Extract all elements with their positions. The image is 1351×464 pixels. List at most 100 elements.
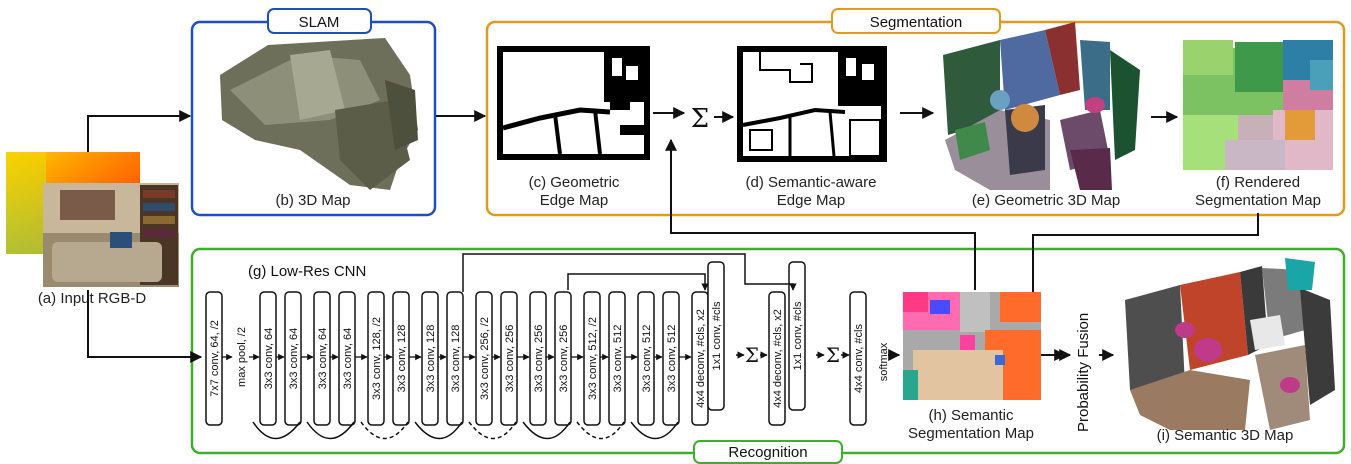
cnn-layer-box [662,291,680,426]
recognition-title: Recognition [728,444,807,461]
cnn-layer-label: 3x3 conv, 64 [342,328,354,390]
cnn-layer-0: 7x7 conv, 64, /2 [205,291,223,426]
cnn-layer-label: 1x1 conv, #cls [792,301,804,370]
arrow-input-to-cnn [87,290,203,363]
cnn-layer-label: softmax [878,342,890,381]
cnn-layer-7: 3x3 conv, 128 [392,291,410,426]
sum-symbol-top: Σ [691,104,709,134]
cnn-layer-10: 3x3 conv, 256, /2 [475,291,493,426]
cnn-layer-box [583,291,601,426]
cnn-layer-box [500,291,518,426]
input-rgbd-images [6,152,179,287]
cnn-layer-label: 3x3 conv, 64 [288,328,300,390]
cnn-layer-5: 3x3 conv, 64 [338,291,356,426]
cnn-layer-box [707,261,725,411]
cnn-layer-box [608,291,626,426]
cnn-layer-17: 3x3 conv, 512 [662,291,680,426]
probability-fusion-label: Probability Fusion [1075,313,1092,432]
caption-b: (b) 3D Map [275,192,350,209]
cnn-connections [252,253,850,440]
cnn-layer-14: 3x3 conv, 512, /2 [583,291,601,426]
cnn-layer-label: 3x3 conv, 128 [450,325,462,393]
arrow-input-to-slam [87,110,192,152]
cnn-layer-box [637,291,655,426]
cnn-layer-label: 7x7 conv, 64, /2 [209,320,221,397]
cnn-layer-label: 3x3 conv, 128 [396,325,408,393]
cnn-layer-box [284,291,302,426]
cnn-layer-9: 3x3 conv, 128 [446,291,464,426]
caption-a: (a) Input RGB-D [38,290,147,307]
cnn-layer-box [392,291,410,426]
cnn-layer-21: 1x1 conv, #cls [788,261,806,411]
cnn-layer-box [338,291,356,426]
caption-h-line1: (h) Semantic [928,407,1014,424]
cnn-layer-label: 3x3 conv, 128 [425,325,437,393]
cnn-layer-20: 4x4 deconv, #cls, x2 [768,291,786,426]
cnn-layer-2: 3x3 conv, 64 [259,291,277,426]
cnn-layer-6: 3x3 conv, 128, /2 [367,291,385,426]
cnn-layer-label: 3x3 conv, 512 [641,325,653,393]
slam-3d-map-render [220,38,418,190]
semantic-3d-map-render [1125,258,1335,430]
slam-tag [267,8,372,34]
cnn-layer-label: 4x4 deconv, #cls, x2 [695,309,707,408]
geometric-3d-map-render [943,22,1140,190]
cnn-layer-box [554,291,572,426]
cnn-layer-18: 4x4 deconv, #cls, x2 [691,291,709,426]
cnn-layer-16: 3x3 conv, 512 [637,291,655,426]
cnn-layer-label: 3x3 conv, 512 [666,325,678,393]
semantic-edge-map [737,46,887,162]
caption-h-line2: Segmentation Map [908,425,1034,442]
cnn-layer-22: 4x4 conv, #cls [849,291,867,426]
cnn-layer-label: 4x4 conv, #cls [853,324,865,393]
cnn-layer-8: 3x3 conv, 128 [421,291,439,426]
cnn-layer-3: 3x3 conv, 64 [284,291,302,426]
cnn-layer-4: 3x3 conv, 64 [313,291,331,426]
cnn-layer-15: 3x3 conv, 512 [608,291,626,426]
caption-d-line2: Edge Map [777,192,845,209]
segmentation-title: Segmentation [870,14,963,31]
sum-symbol-mid2: Σ [826,343,840,367]
cnn-layer-12: 3x3 conv, 256 [529,291,547,426]
cnn-layer-box [367,291,385,426]
cnn-layer-box [313,291,331,426]
caption-e: (e) Geometric 3D Map [972,192,1120,209]
semantic-segmentation-map [903,292,1041,400]
cnn-layer-box [475,291,493,426]
cnn-layer-label: 4x4 deconv, #cls, x2 [772,309,784,408]
slam-title: SLAM [299,14,340,31]
cnn-layer-box [259,291,277,426]
cnn-layer-11: 3x3 conv, 256 [500,291,518,426]
cnn-layer-label: 3x3 conv, 256 [558,325,570,393]
cnn-layer-box [529,291,547,426]
sum-symbol-mid1: Σ [745,343,759,367]
geometric-edge-map [497,46,650,160]
cnn-layer-box [768,291,786,426]
cnn-layer-19: 1x1 conv, #cls [707,261,725,411]
cnn-layer-label: 3x3 conv, 64 [317,328,329,390]
cnn-layer-box [446,291,464,426]
caption-i: (i) Semantic 3D Map [1157,427,1294,444]
cnn-layer-label: 1x1 conv, #cls [711,301,723,370]
segmentation-tag [831,8,1001,34]
cnn-layer-label: 3x3 conv, 256 [533,325,545,393]
cnn-layer-box [788,261,806,411]
rendered-segmentation-map [1183,40,1333,170]
cnn-layer-label: 3x3 conv, 64 [263,328,275,390]
arrow-semantic-to-sum [665,138,976,290]
cnn-layer-box [205,291,223,426]
cnn-layer-label: 3x3 conv, 512 [612,325,624,393]
cnn-layer-1: max pool, /2 [236,327,248,387]
cnn-layer-label: 3x3 conv, 128, /2 [371,317,383,400]
caption-f-line2: Segmentation Map [1195,192,1321,209]
cnn-layer-label: 3x3 conv, 512, /2 [587,317,599,400]
caption-c-line2: Edge Map [540,192,608,209]
cnn-layer-stack: 7x7 conv, 64, /2 max pool, /2 3x3 conv, 64… [205,261,890,426]
cnn-layer-box [421,291,439,426]
caption-g: (g) Low-Res CNN [248,263,366,280]
caption-d-line1: (d) Semantic-aware [746,174,877,191]
cnn-layer-13: 3x3 conv, 256 [554,291,572,426]
caption-f-line1: (f) Rendered [1216,174,1300,191]
cnn-layer-label: 3x3 conv, 256, /2 [479,317,491,400]
